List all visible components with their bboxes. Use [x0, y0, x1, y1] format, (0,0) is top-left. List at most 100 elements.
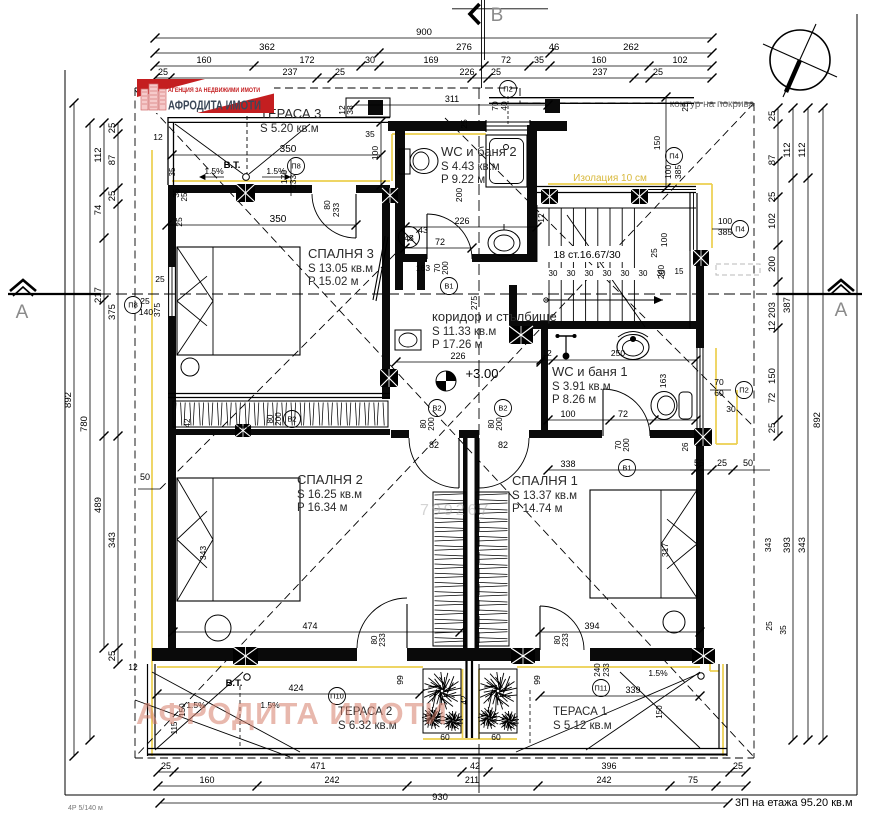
svg-text:П8: П8 — [291, 162, 301, 171]
svg-text:П4: П4 — [669, 152, 679, 161]
svg-text:200: 200 — [274, 412, 283, 426]
svg-text:394: 394 — [584, 621, 599, 631]
svg-text:242: 242 — [324, 775, 339, 785]
svg-text:350: 350 — [270, 214, 287, 225]
svg-text:P 8.26 м: P 8.26 м — [552, 394, 596, 406]
svg-text:B2: B2 — [432, 404, 441, 413]
svg-text:70: 70 — [490, 101, 500, 111]
svg-text:43: 43 — [418, 225, 428, 235]
svg-text:87: 87 — [107, 155, 118, 166]
svg-text:150: 150 — [655, 705, 664, 719]
svg-text:ТЕРАСА 2: ТЕРАСА 2 — [338, 706, 392, 718]
svg-text:150: 150 — [767, 368, 778, 384]
svg-text:99: 99 — [395, 675, 405, 685]
svg-text:172: 172 — [299, 55, 314, 65]
svg-text:474: 474 — [302, 621, 317, 631]
svg-text:P 15.02 м: P 15.02 м — [308, 276, 359, 288]
svg-text:72: 72 — [767, 393, 778, 404]
svg-text:A: A — [16, 302, 29, 323]
svg-text:42: 42 — [470, 761, 480, 771]
svg-text:102: 102 — [767, 213, 778, 229]
svg-text:343: 343 — [763, 538, 773, 552]
svg-text:S 3.91 кв.м: S 3.91 кв.м — [552, 381, 611, 393]
svg-text:1.5%: 1.5% — [266, 166, 286, 176]
svg-text:80: 80 — [322, 200, 332, 210]
svg-text:211: 211 — [465, 775, 479, 785]
svg-text:60: 60 — [714, 388, 724, 398]
svg-text:276: 276 — [456, 42, 472, 53]
svg-text:B: B — [491, 5, 504, 26]
svg-text:18 ст.16.67/30: 18 ст.16.67/30 — [553, 249, 620, 261]
svg-text:233: 233 — [561, 633, 570, 647]
svg-text:200: 200 — [441, 261, 450, 275]
svg-text:72: 72 — [435, 237, 445, 247]
svg-text:424: 424 — [288, 683, 303, 693]
svg-text:СПАЛНЯ 3: СПАЛНЯ 3 — [308, 246, 374, 261]
svg-text:892: 892 — [812, 412, 823, 428]
svg-text:170: 170 — [279, 170, 289, 184]
svg-text:P 17.26 м: P 17.26 м — [432, 339, 483, 351]
svg-text:35: 35 — [534, 55, 544, 65]
svg-text:780: 780 — [79, 416, 90, 432]
svg-text:75: 75 — [688, 775, 698, 785]
svg-text:25: 25 — [174, 217, 184, 227]
svg-text:200: 200 — [495, 417, 504, 431]
svg-text:343: 343 — [107, 532, 118, 548]
svg-text:15: 15 — [675, 267, 684, 276]
svg-text:160: 160 — [591, 55, 606, 65]
svg-text:30: 30 — [567, 269, 576, 278]
svg-text:12: 12 — [153, 132, 163, 142]
svg-text:100: 100 — [370, 146, 380, 160]
svg-text:S 16.25 кв.м: S 16.25 кв.м — [297, 489, 362, 501]
svg-text:275: 275 — [469, 296, 479, 310]
svg-text:311: 311 — [445, 94, 459, 104]
svg-text:46: 46 — [549, 42, 560, 53]
svg-text:П4: П4 — [735, 225, 745, 234]
svg-text:112: 112 — [93, 147, 104, 162]
svg-text:226: 226 — [454, 216, 469, 226]
svg-text:200: 200 — [454, 188, 464, 202]
svg-text:S 5.20 кв.м: S 5.20 кв.м — [260, 123, 319, 135]
svg-text:25: 25 — [680, 102, 690, 112]
svg-text:30: 30 — [365, 55, 375, 65]
svg-text:60: 60 — [440, 732, 450, 742]
svg-text:S 13.37 кв.м: S 13.37 кв.м — [512, 490, 577, 502]
svg-text:П2: П2 — [739, 386, 749, 395]
svg-text:140: 140 — [139, 307, 153, 317]
svg-text:930: 930 — [432, 792, 448, 803]
svg-text:S 6.32 кв.м: S 6.32 кв.м — [338, 720, 397, 732]
svg-text:25: 25 — [180, 192, 189, 201]
svg-text:3П на етажа 95.20 кв.м: 3П на етажа 95.20 кв.м — [735, 797, 853, 809]
svg-text:50: 50 — [140, 472, 150, 482]
svg-text:200: 200 — [656, 265, 666, 279]
svg-text:1.5%: 1.5% — [648, 668, 668, 678]
svg-text:25: 25 — [649, 248, 659, 258]
svg-text:240: 240 — [593, 663, 602, 677]
svg-text:72: 72 — [501, 55, 511, 65]
svg-text:70: 70 — [614, 440, 623, 449]
svg-text:250: 250 — [611, 348, 625, 358]
svg-text:387: 387 — [782, 297, 793, 313]
svg-text:ТЕРАСА 3: ТЕРАСА 3 — [260, 106, 321, 121]
svg-text:343: 343 — [797, 537, 808, 553]
svg-text:В.Т.: В.Т. — [226, 678, 243, 689]
svg-text:80: 80 — [370, 635, 379, 644]
svg-text:30: 30 — [726, 404, 736, 414]
svg-text:217: 217 — [93, 287, 104, 303]
svg-text:25: 25 — [155, 274, 165, 284]
svg-text:80: 80 — [266, 414, 275, 423]
svg-text:70: 70 — [714, 377, 724, 387]
svg-text:A: A — [835, 300, 848, 321]
svg-text:АГЕНЦИЯ ЗА НЕДВИЖИМИ ИМОТИ: АГЕНЦИЯ ЗА НЕДВИЖИМИ ИМОТИ — [168, 87, 260, 94]
svg-text:S 13.05 кв.м: S 13.05 кв.м — [308, 263, 373, 275]
svg-text:233: 233 — [288, 175, 298, 189]
svg-text:38: 38 — [345, 105, 355, 115]
svg-text:25: 25 — [653, 67, 663, 77]
svg-text:163: 163 — [658, 374, 668, 388]
svg-text:12: 12 — [536, 213, 546, 223]
svg-text:385: 385 — [718, 227, 732, 237]
svg-text:100: 100 — [663, 165, 673, 179]
svg-text:1.5%: 1.5% — [204, 166, 224, 176]
svg-text:35: 35 — [171, 188, 181, 198]
svg-text:12: 12 — [128, 662, 138, 672]
